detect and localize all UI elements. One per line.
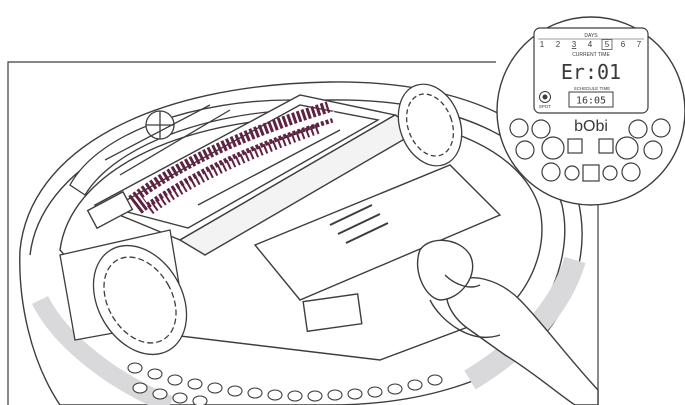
button-square-center[interactable] <box>583 165 599 181</box>
button-square-right[interactable] <box>599 139 613 153</box>
button-right-1[interactable] <box>629 120 647 138</box>
day-6: 6 <box>621 40 626 49</box>
button-left-2[interactable] <box>532 120 550 138</box>
main-readout: Er:01 <box>561 60 621 84</box>
button-left-1[interactable] <box>510 119 528 137</box>
button-left-3[interactable] <box>516 141 534 159</box>
current-time-label: CURRENT TIME <box>572 52 610 58</box>
spot-label: SPOT <box>539 104 552 109</box>
display-callout: DAYS 1 2 3 4 5 6 7 CURRENT TIME Er:01 SC… <box>497 17 685 205</box>
button-bottom-1[interactable] <box>542 163 560 181</box>
day-3: 3 <box>572 40 577 49</box>
day-4: 4 <box>588 40 593 49</box>
day-2: 2 <box>556 40 561 49</box>
button-right-3[interactable] <box>644 141 662 159</box>
schedule-time-label: SCHEDULE TIME <box>574 86 610 91</box>
day-1: 1 <box>540 40 545 49</box>
brand-logo: bObi <box>574 118 608 135</box>
day-5: 5 <box>605 40 610 49</box>
button-bottom-3[interactable] <box>603 166 617 180</box>
button-bottom-2[interactable] <box>565 166 579 180</box>
button-right-2[interactable] <box>652 119 670 137</box>
button-square-left[interactable] <box>568 139 582 153</box>
days-label: DAYS <box>584 33 598 39</box>
button-bottom-4[interactable] <box>622 163 640 181</box>
button-right-4[interactable] <box>616 137 638 159</box>
day-7: 7 <box>637 40 642 49</box>
button-left-4[interactable] <box>542 137 564 159</box>
schedule-readout: 16:05 <box>576 96 606 107</box>
